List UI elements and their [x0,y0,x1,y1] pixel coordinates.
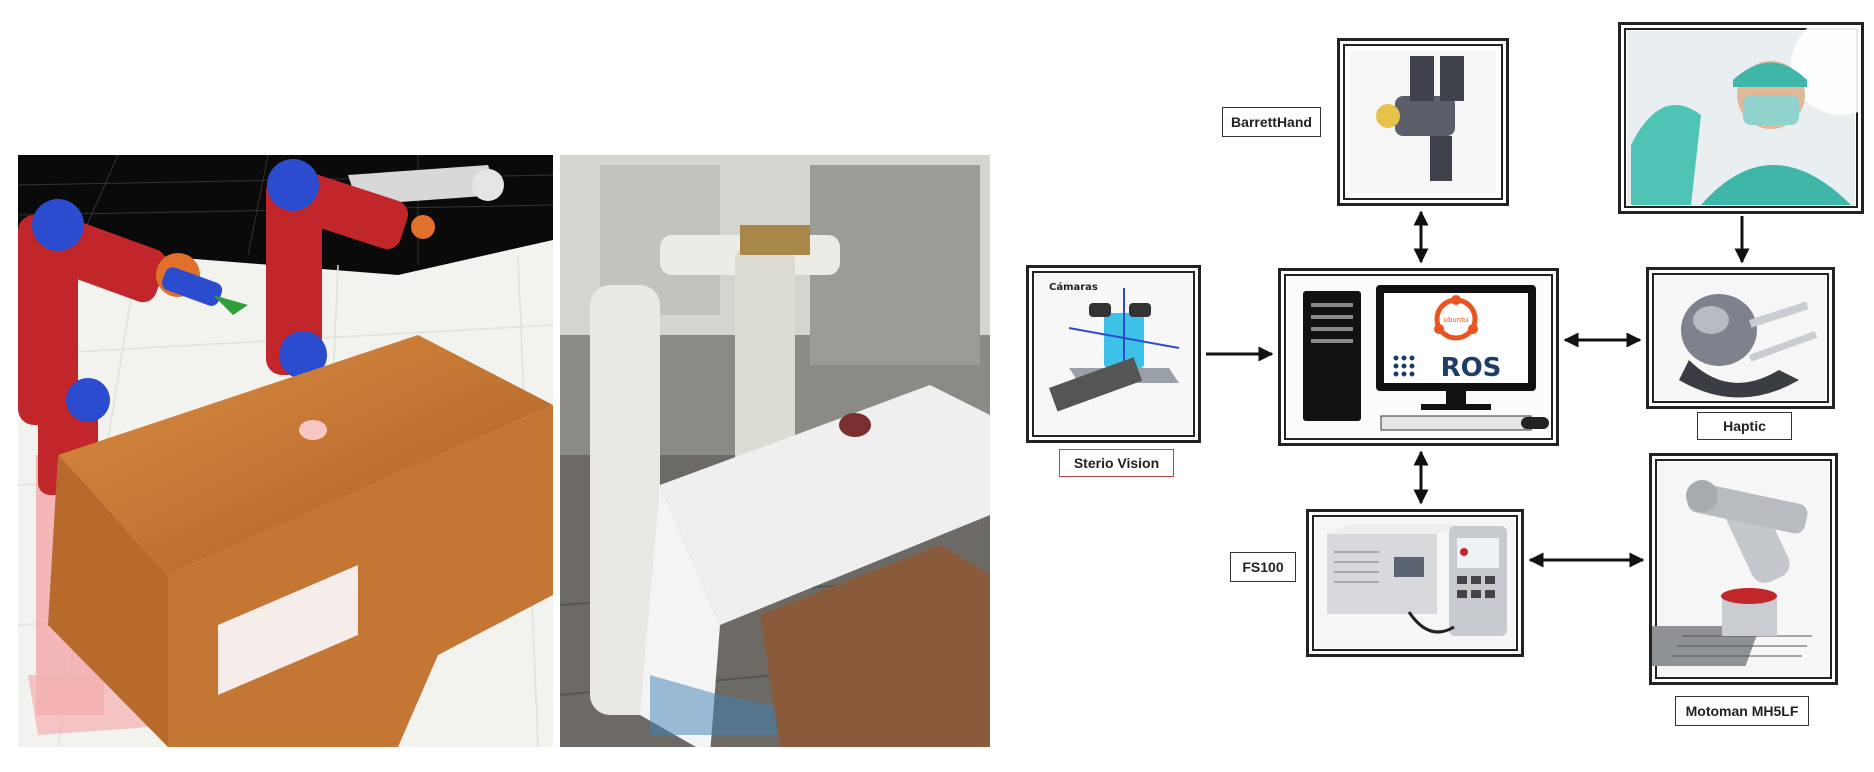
barretthand-box [1337,38,1509,206]
surgeon-photo-box [1618,22,1864,214]
fs100-label: FS100 [1230,552,1296,582]
stereo-vision-box: Cámaras [1026,265,1201,443]
fs100-controller-box [1306,509,1524,657]
lab-photo-image [560,155,990,747]
haptic-label: Haptic [1697,412,1792,440]
stereo-vision-label: Sterio Vision [1059,449,1174,477]
motoman-label: Motoman MH5LF [1675,696,1809,726]
ros-computer-box: ubuntu ROS [1278,268,1559,446]
motoman-robot-box [1649,453,1838,685]
ros-text: ROS [1441,353,1502,383]
barretthand-label: BarrettHand [1222,107,1321,137]
haptic-box [1646,267,1835,409]
simulation-render-image [18,155,553,747]
camaras-text: Cámaras [1049,281,1098,293]
ubuntu-text: ubuntu [1444,316,1469,324]
